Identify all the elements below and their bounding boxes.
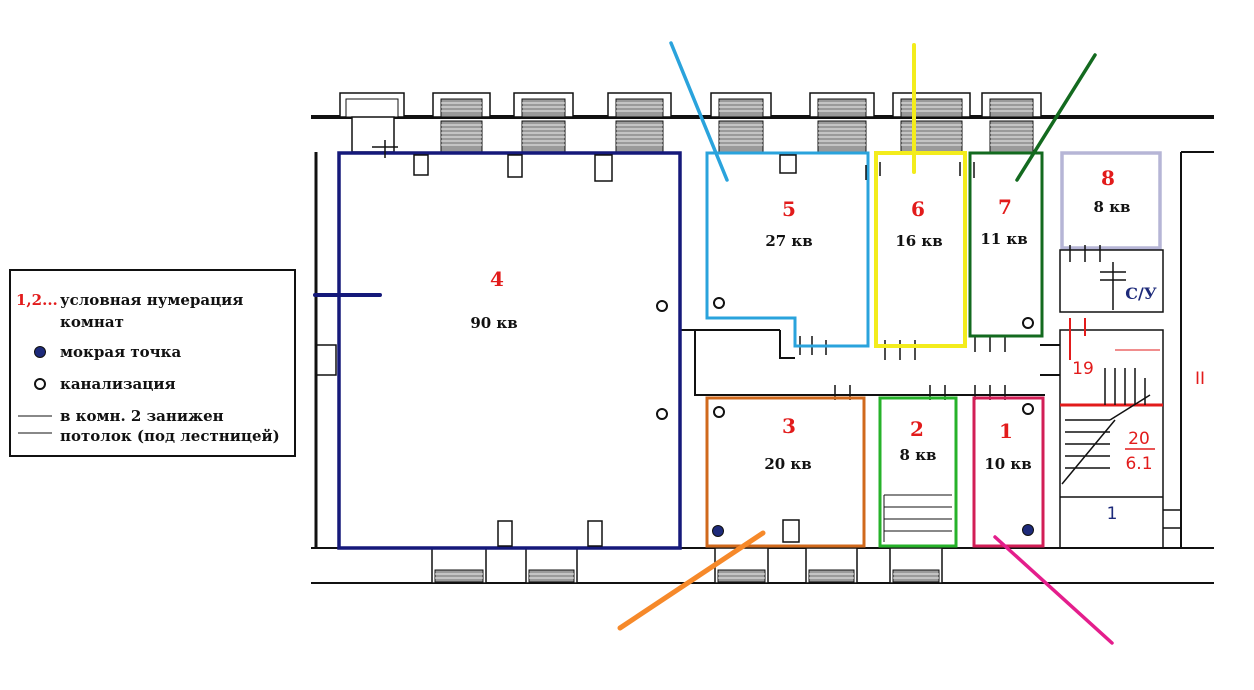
exterior-walls: [311, 115, 1214, 584]
room-6-number: 6: [911, 197, 925, 221]
stair-label-61: 6.1: [1125, 454, 1152, 474]
sewer-point: [1022, 403, 1034, 415]
pointer-lines: [313, 41, 1114, 645]
pointer-room-7: [1015, 53, 1097, 182]
room-8-area: 8 кв: [1094, 198, 1131, 216]
legend: 1,2... условная нумерация комнат мокрая …: [9, 269, 296, 457]
room-2: 2 8 кв: [878, 396, 958, 548]
window-top: [710, 92, 772, 153]
stair-label-19: 19: [1072, 359, 1094, 379]
room-3-number: 3: [782, 414, 796, 438]
room-5-number: 5: [782, 197, 796, 221]
sewer-point: [1022, 317, 1034, 329]
room-6-area: 16 кв: [895, 232, 942, 250]
room-2-number: 2: [910, 417, 924, 441]
sewer-point: [656, 408, 668, 420]
pointer-room-1: [993, 535, 1114, 645]
window-top: [432, 92, 491, 153]
room-5-area: 27 кв: [765, 232, 812, 250]
room-1-area: 10 кв: [984, 455, 1031, 473]
legend-numbering-line1: условная нумерация: [60, 291, 243, 309]
room-5: 5 27 кв: [705, 151, 870, 348]
legend-wet-point-icon: [34, 346, 46, 358]
room-4: 4 90 кв: [337, 140, 682, 550]
wc-room: С/У: [1059, 245, 1164, 313]
sewer-point: [656, 300, 668, 312]
legend-sewer-icon: [34, 378, 46, 390]
room-7: 7 11 кв: [968, 151, 1044, 338]
room-7-number: 7: [998, 195, 1012, 219]
legend-numbering-prefix: 1,2...: [16, 291, 58, 309]
legend-numbering-line2: комнат: [60, 313, 124, 331]
room-6: 6 16 кв: [874, 151, 967, 348]
top-windows: [339, 92, 1042, 153]
pointer-room-5: [669, 41, 729, 182]
window-top: [892, 92, 971, 153]
window-bottom: [805, 547, 858, 584]
room-4-number: 4: [490, 267, 504, 291]
stairwell: 19 20 6.1 1 II: [1059, 318, 1205, 549]
window-bottom: [431, 547, 487, 584]
room-4-area: 90 кв: [470, 314, 517, 332]
stair-label-20: 20: [1128, 429, 1150, 449]
corridor: [680, 329, 1060, 400]
window-top: [513, 92, 574, 153]
sewer-point: [713, 406, 725, 418]
window-top: [981, 92, 1042, 153]
roman-two-label: II: [1195, 369, 1205, 389]
room-2-area: 8 кв: [900, 446, 937, 464]
legend-sewer: канализация: [60, 375, 176, 393]
window-top: [607, 92, 672, 153]
window-bottom: [525, 547, 578, 584]
room-7-area: 11 кв: [980, 230, 1027, 248]
room-1-number: 1: [999, 419, 1013, 443]
window-bottom: [714, 547, 769, 584]
room-8: 8 8 кв: [1060, 151, 1162, 250]
wet-point: [712, 525, 724, 537]
wc-label: С/У: [1125, 284, 1157, 303]
window-top: [339, 92, 405, 153]
legend-ceiling-line2: потолок (под лестницей): [60, 427, 280, 445]
window-bottom: [889, 547, 943, 584]
legend-wet-point: мокрая точка: [60, 343, 181, 361]
room-1: 1 10 кв: [972, 396, 1045, 548]
window-top: [809, 92, 875, 153]
bottom-windows: [431, 547, 943, 584]
legend-ceiling-line1: в комн. 2 занижен: [60, 407, 224, 425]
room-3: 3 20 кв: [705, 396, 866, 548]
stair-label-1: 1: [1107, 504, 1118, 524]
room-8-number: 8: [1101, 166, 1115, 190]
sewer-point: [713, 297, 725, 309]
wet-point: [1022, 524, 1034, 536]
pointer-room-3: [617, 530, 766, 631]
room-3-area: 20 кв: [764, 455, 811, 473]
